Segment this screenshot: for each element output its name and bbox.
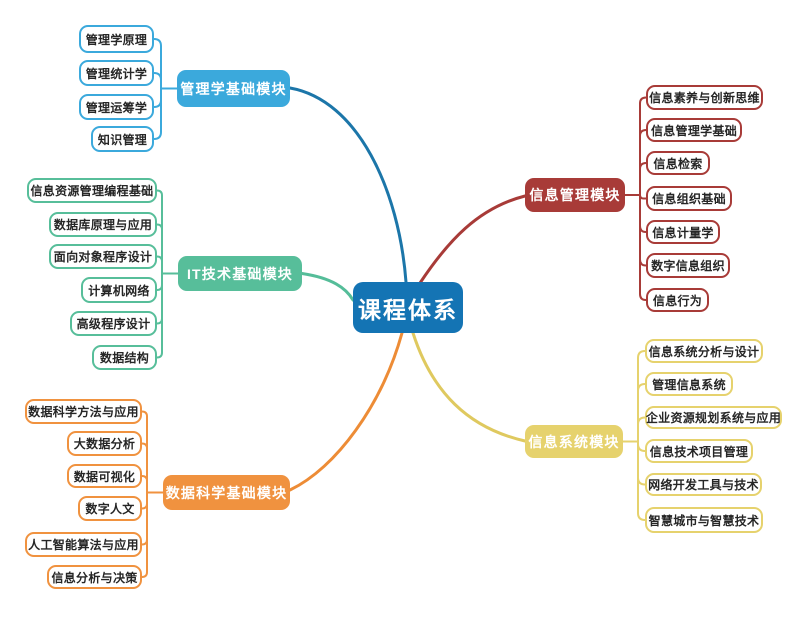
module-information-systems[interactable]: 信息系统模块 <box>525 425 623 458</box>
course-node[interactable]: 高级程序设计 <box>70 311 157 336</box>
course-node[interactable]: 管理信息系统 <box>645 372 733 396</box>
course-node[interactable]: 信息技术项目管理 <box>645 439 753 463</box>
course-node[interactable]: 信息组织基础 <box>646 186 732 211</box>
course-node[interactable]: 数字信息组织 <box>646 253 730 278</box>
course-node[interactable]: 信息管理学基础 <box>646 118 742 142</box>
course-node[interactable]: 信息资源管理编程基础 <box>27 178 157 203</box>
course-node[interactable]: 智慧城市与智慧技术 <box>645 507 763 533</box>
module-it-basics[interactable]: IT技术基础模块 <box>178 256 302 291</box>
course-node[interactable]: 数据可视化 <box>67 464 142 488</box>
course-node[interactable]: 网络开发工具与技术 <box>645 473 762 496</box>
course-node[interactable]: 知识管理 <box>91 126 154 152</box>
course-node[interactable]: 信息素养与创新思维 <box>646 85 763 110</box>
course-node[interactable]: 信息计量学 <box>646 220 720 244</box>
course-node[interactable]: 数据科学方法与应用 <box>25 399 142 424</box>
course-node[interactable]: 管理学原理 <box>79 25 154 53</box>
course-node[interactable]: 面向对象程序设计 <box>49 244 157 269</box>
course-node[interactable]: 信息系统分析与设计 <box>645 339 763 363</box>
course-node[interactable]: 管理统计学 <box>79 60 154 86</box>
course-node[interactable]: 信息分析与决策 <box>47 565 142 589</box>
course-node[interactable]: 管理运筹学 <box>79 94 154 120</box>
module-information-management[interactable]: 信息管理模块 <box>525 178 625 212</box>
module-data-science-basics[interactable]: 数据科学基础模块 <box>163 475 290 510</box>
module-management-basics[interactable]: 管理学基础模块 <box>177 70 290 107</box>
course-node[interactable]: 企业资源规划系统与应用 <box>645 406 782 429</box>
course-node[interactable]: 计算机网络 <box>81 277 157 303</box>
course-node[interactable]: 信息行为 <box>646 288 709 312</box>
course-node[interactable]: 人工智能算法与应用 <box>25 532 142 557</box>
central-topic[interactable]: 课程体系 <box>353 282 463 333</box>
course-node[interactable]: 大数据分析 <box>67 431 142 456</box>
course-node[interactable]: 数据库原理与应用 <box>49 212 157 237</box>
course-node[interactable]: 数字人文 <box>78 496 142 521</box>
course-node[interactable]: 信息检索 <box>646 151 710 175</box>
course-node[interactable]: 数据结构 <box>92 345 157 370</box>
